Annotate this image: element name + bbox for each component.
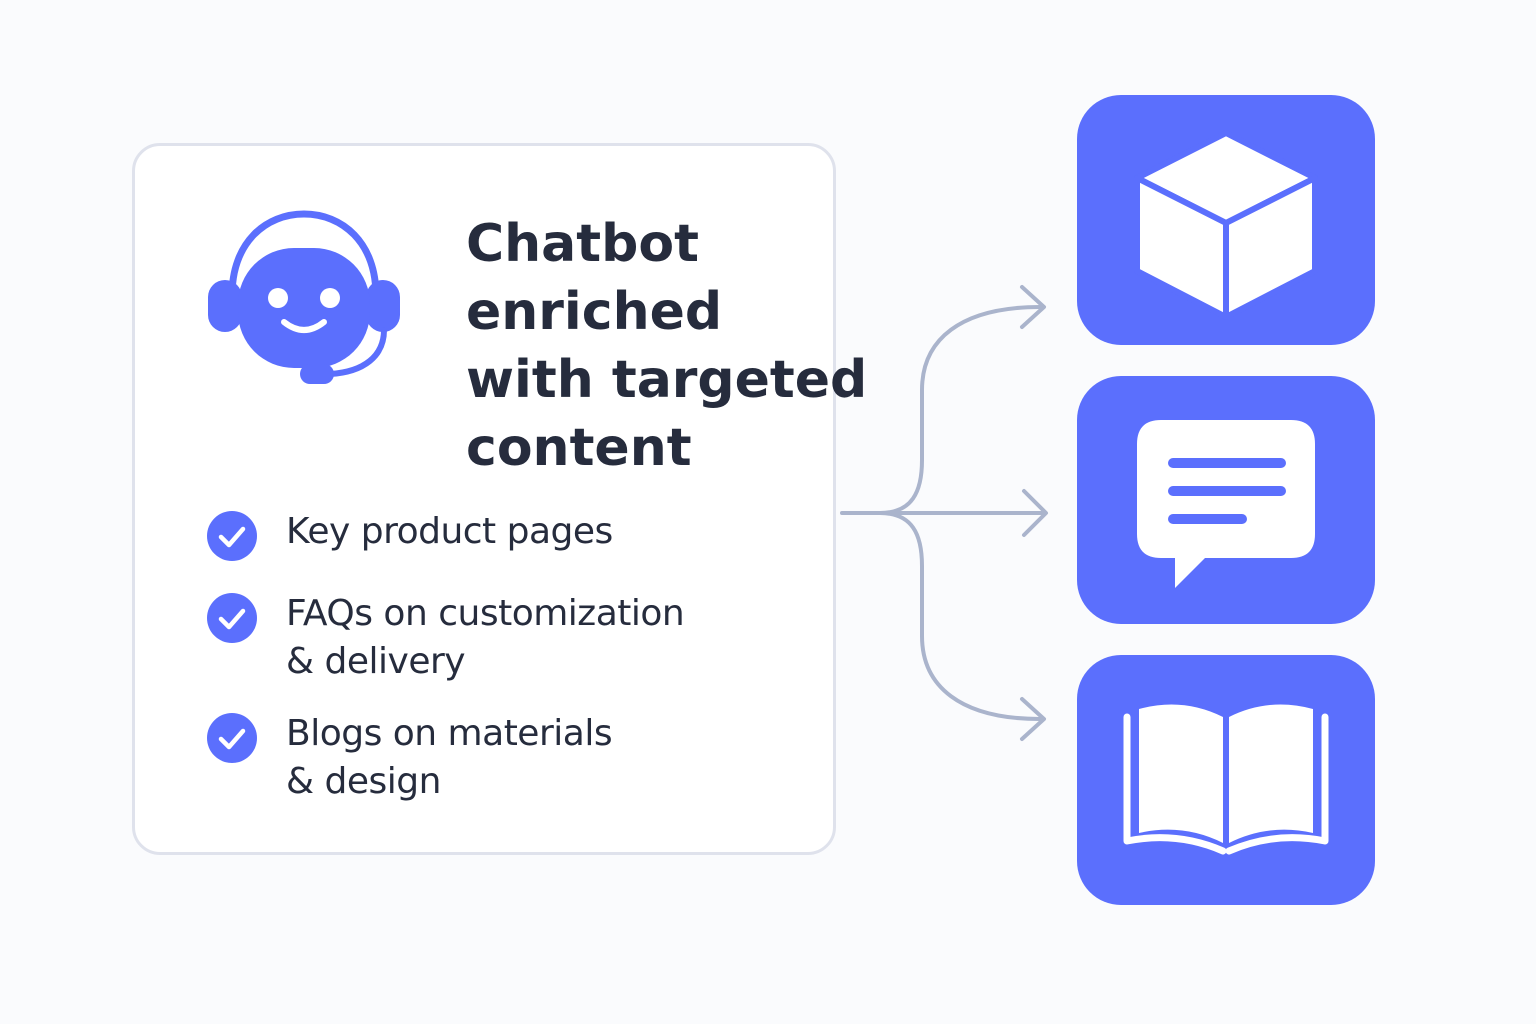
chat-bubble-icon [1137, 420, 1315, 588]
feature-text: Blogs on materials & design [286, 710, 613, 806]
chatbot-headset-icon [208, 210, 400, 384]
feature-line: FAQs on customization [286, 593, 685, 634]
open-book-icon [1123, 704, 1329, 855]
blogs-tile [1077, 655, 1375, 905]
faqs-tile [1077, 376, 1375, 624]
title-line: Chatbot [466, 214, 699, 274]
check-circle-icon [207, 593, 257, 643]
feature-text: FAQs on customization & delivery [286, 590, 685, 686]
diagram-title: Chatbot enriched with targeted content [466, 210, 868, 482]
feature-item-faqs: FAQs on customization & delivery [206, 590, 685, 686]
check-circle-icon [207, 713, 257, 763]
feature-item-product-pages: Key product pages [206, 508, 613, 562]
feature-item-blogs: Blogs on materials & design [206, 710, 613, 806]
title-line: content [466, 418, 692, 478]
feature-line: Blogs on materials [286, 713, 613, 754]
feature-text: Key product pages [286, 508, 613, 556]
check-circle-icon [207, 511, 257, 561]
cube-icon [1134, 130, 1318, 320]
feature-line: & design [286, 761, 441, 802]
title-line: enriched [466, 282, 723, 342]
arrowhead-top [1020, 285, 1046, 329]
feature-line: Key product pages [286, 511, 613, 552]
arrowhead-middle [1022, 489, 1048, 537]
feature-line: & delivery [286, 641, 466, 682]
arrowhead-bottom [1020, 697, 1046, 741]
connector-branch-top [878, 305, 1042, 515]
product-pages-tile [1077, 95, 1375, 345]
connector-branch-bottom [878, 511, 1042, 721]
title-line: with targeted [466, 350, 868, 410]
